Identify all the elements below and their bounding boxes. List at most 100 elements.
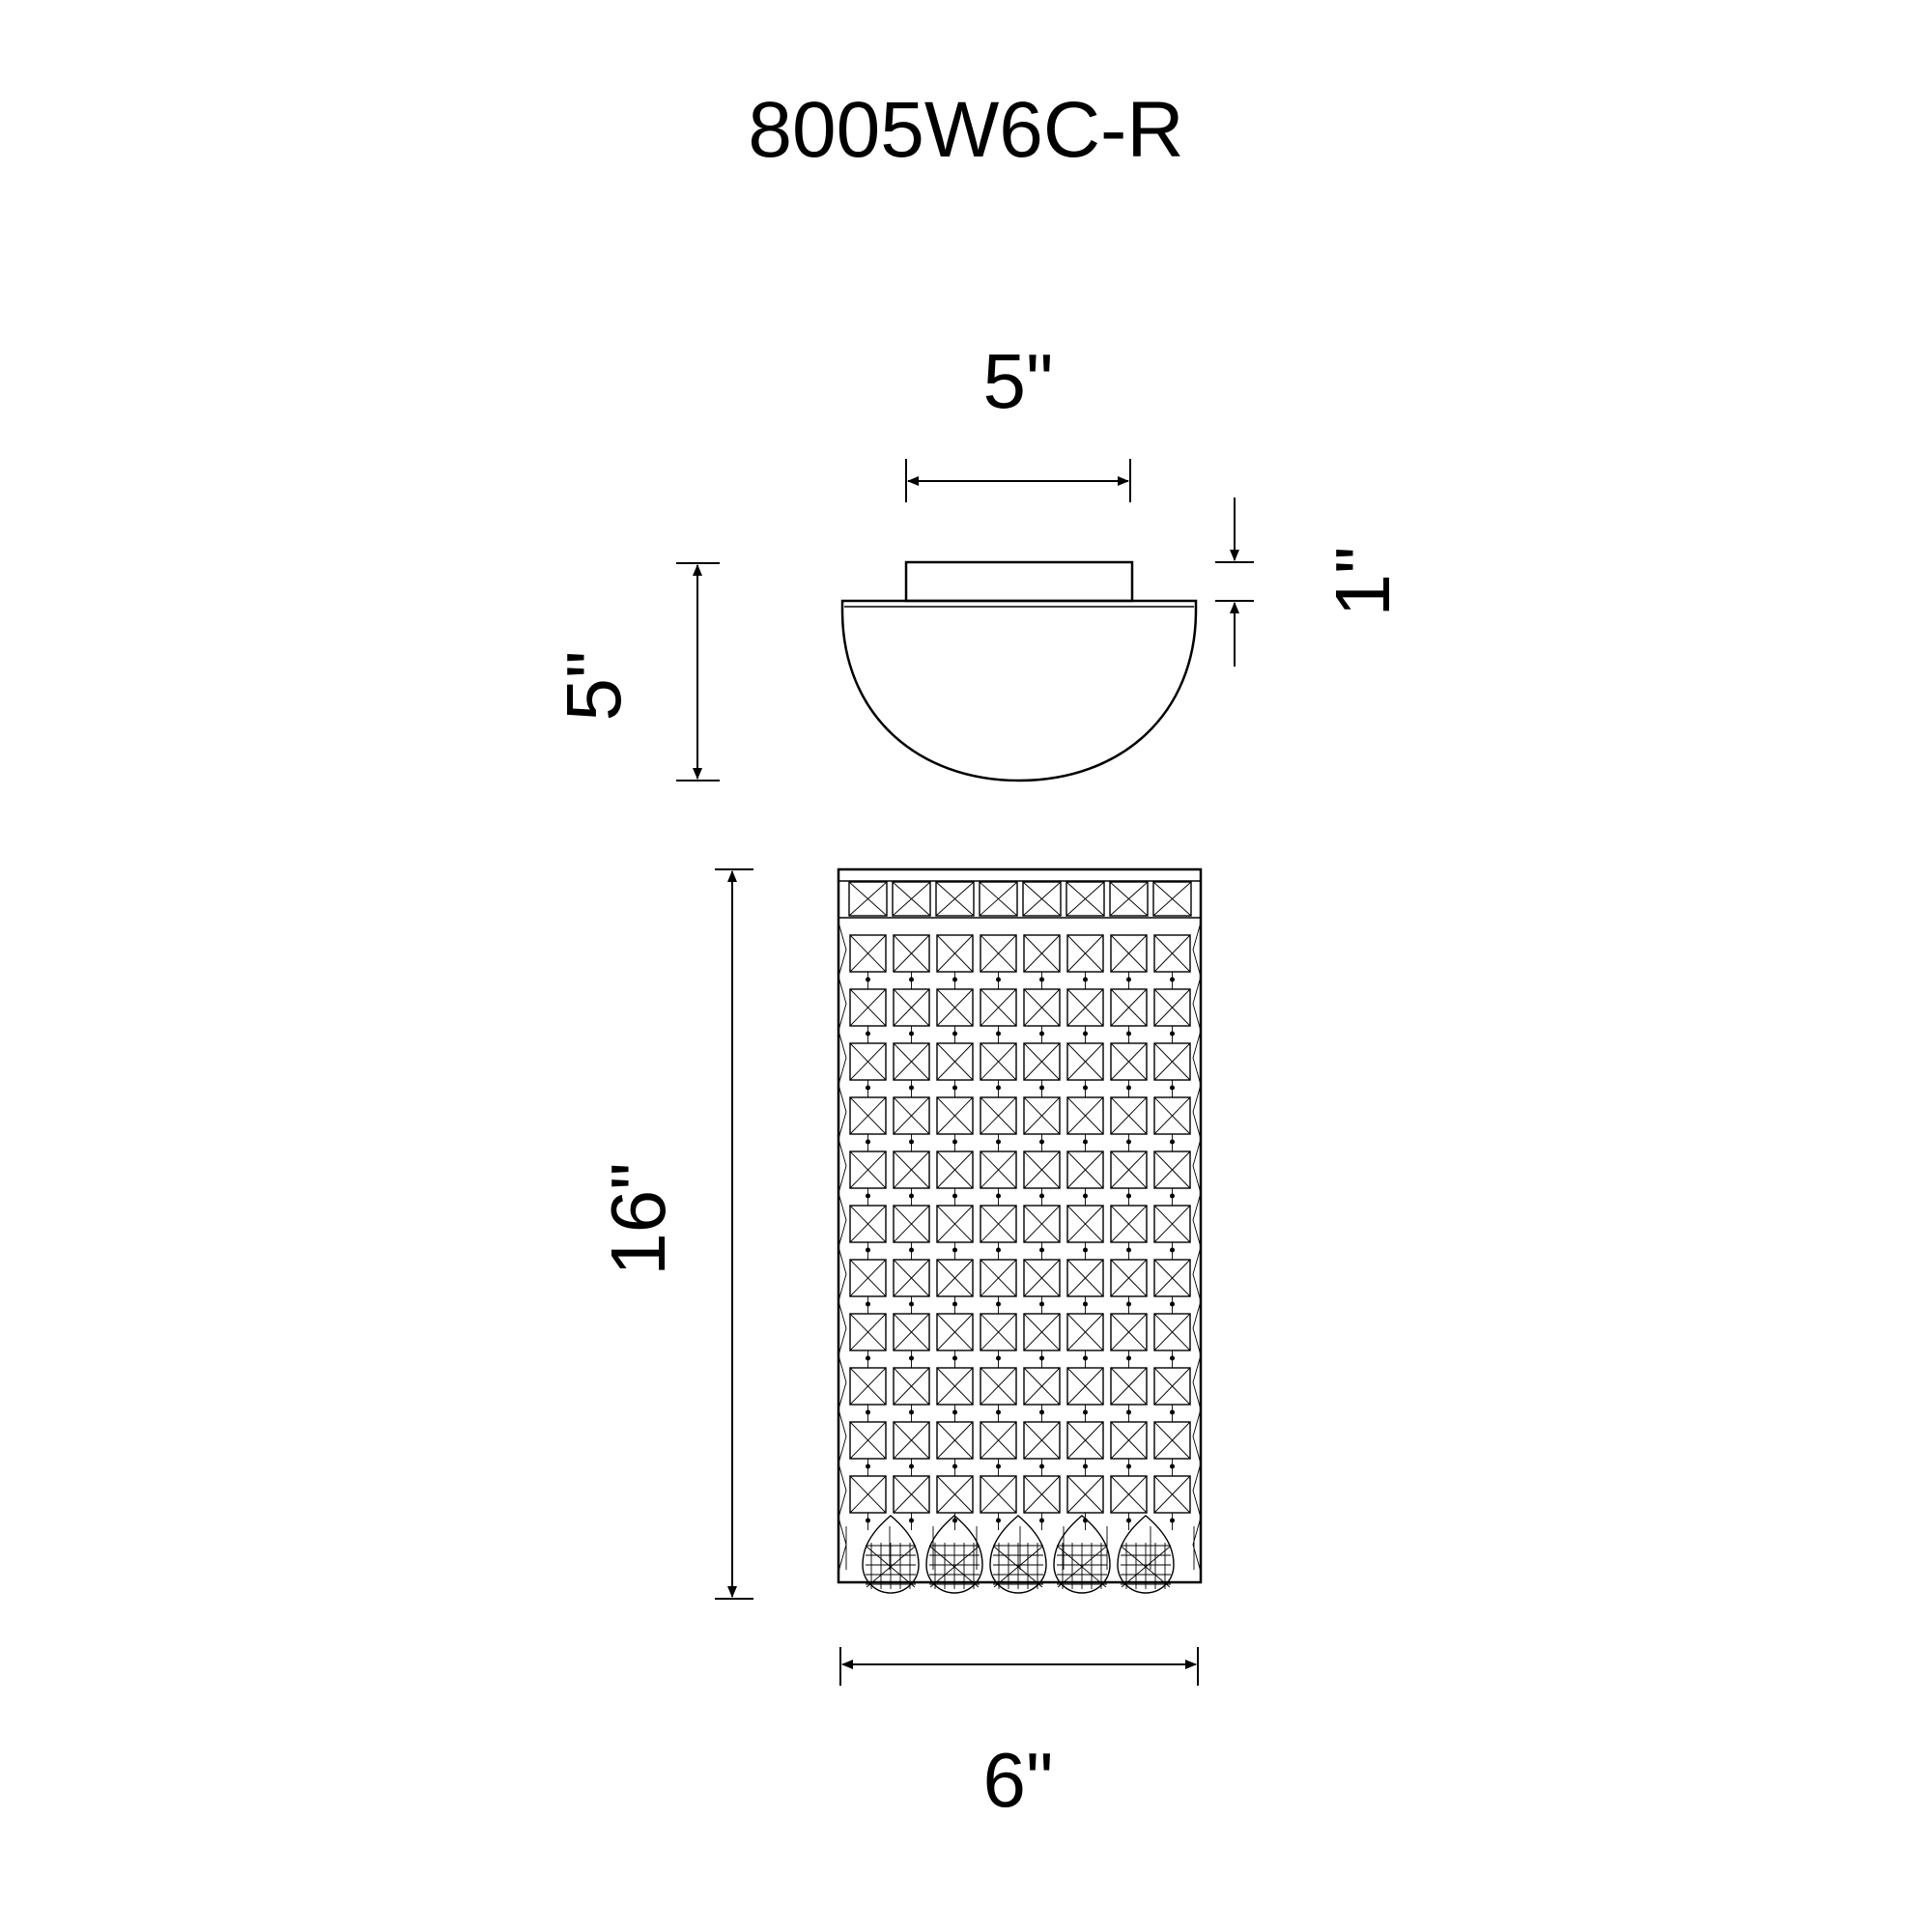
crystal-square (980, 1313, 1017, 1368)
crystal-square (936, 1205, 974, 1260)
crystal-square (849, 934, 887, 989)
crystal-square (893, 1313, 930, 1368)
band-crystal (1022, 881, 1062, 917)
crystal-square (849, 1205, 887, 1260)
crystal-square (893, 934, 930, 989)
crystal-square (893, 1151, 930, 1206)
crystal-square (980, 1096, 1017, 1151)
crystal-square (936, 934, 974, 989)
top-height-label: 5" (551, 651, 637, 722)
crystal-square (893, 1096, 930, 1151)
crystal-square (1023, 1259, 1061, 1314)
crystal-drop (862, 1515, 920, 1594)
crystal-square (1066, 1042, 1104, 1097)
crystal-square (893, 1475, 930, 1530)
crystal-square (849, 1096, 887, 1151)
crystal-square (1023, 1313, 1061, 1368)
crystal-square (980, 1367, 1017, 1422)
crystal-drop (1117, 1515, 1175, 1594)
crystal-drop (989, 1515, 1047, 1594)
pendant-drops (862, 1515, 1175, 1594)
crystal-square (893, 988, 930, 1043)
crystal-square (893, 1421, 930, 1476)
crystal-square (849, 1367, 887, 1422)
crystal-square (849, 1313, 887, 1368)
body-height-label: 16" (595, 1162, 681, 1275)
band-crystal (1109, 881, 1149, 917)
crystal-square (1153, 1042, 1191, 1097)
crystal-square (936, 1259, 974, 1314)
crystal-square (1153, 988, 1191, 1043)
body-width-dimension: 6" (839, 1647, 1199, 1823)
body-height-dimension: 16" (595, 868, 753, 1600)
crystal-square (1066, 1367, 1104, 1422)
half-bowl-shade (840, 599, 1198, 782)
crystal-square (1110, 1205, 1148, 1260)
crystal-square (980, 1421, 1017, 1476)
crystal-square (980, 1475, 1017, 1530)
top-view (840, 560, 1198, 782)
crystal-square (849, 1151, 887, 1206)
crystal-square (849, 1421, 887, 1476)
crystal-square (936, 1151, 974, 1206)
crystal-square (1153, 1205, 1191, 1260)
crystal-square (893, 1259, 930, 1314)
crystal-grid (838, 881, 1202, 1573)
crystal-square (1110, 1042, 1148, 1097)
crystal-square (936, 1096, 974, 1151)
crystal-square (1153, 1096, 1191, 1151)
crystal-square (980, 934, 1017, 989)
crystal-square (1023, 1151, 1061, 1206)
crystal-square (1023, 1205, 1061, 1260)
crystal-square (1153, 1421, 1191, 1476)
crystal-square (1153, 1475, 1191, 1530)
crystal-square (1023, 1475, 1061, 1530)
top-width-label: 5" (983, 338, 1054, 424)
crystal-square (1023, 1096, 1061, 1151)
crystal-square (1066, 1475, 1104, 1530)
crystal-square (1110, 934, 1148, 989)
crystal-square (849, 1042, 887, 1097)
crystal-square (1110, 988, 1148, 1043)
crystal-square (936, 1313, 974, 1368)
crystal-square (849, 1259, 887, 1314)
body-width-label: 6" (983, 1737, 1054, 1823)
backplate-depth-dimension: 1" (1215, 497, 1406, 667)
crystal-square (980, 1259, 1017, 1314)
body-outline (837, 867, 1203, 1584)
band-crystal (935, 881, 975, 917)
crystal-square (1110, 1096, 1148, 1151)
crystal-square (1066, 1096, 1104, 1151)
top-height-dimension: 5" (551, 562, 720, 781)
crystal-square (1153, 1259, 1191, 1314)
crystal-square (936, 1042, 974, 1097)
crystal-square (1110, 1313, 1148, 1368)
crystal-square (849, 1475, 887, 1530)
crystal-square (1110, 1421, 1148, 1476)
crystal-drop (925, 1515, 983, 1594)
crystal-square (1023, 934, 1061, 989)
crystal-square (936, 1475, 974, 1530)
backplate (904, 560, 1134, 603)
band-crystal (1152, 881, 1192, 917)
crystal-square (1110, 1475, 1148, 1530)
crystal-square (980, 988, 1017, 1043)
crystal-drop (1053, 1515, 1111, 1594)
band-crystal (1065, 881, 1105, 917)
crystal-square (936, 1421, 974, 1476)
crystal-square (1110, 1259, 1148, 1314)
crystal-square (1023, 1421, 1061, 1476)
crystal-square (1066, 1313, 1104, 1368)
crystal-square (980, 1042, 1017, 1097)
crystal-square (980, 1151, 1017, 1206)
crystal-square (936, 1367, 974, 1422)
crystal-square (980, 1205, 1017, 1260)
crystal-square (1153, 1151, 1191, 1206)
crystal-square (1110, 1367, 1148, 1422)
crystal-square (1153, 934, 1191, 989)
crystal-square (893, 1205, 930, 1260)
front-view (837, 867, 1203, 1594)
crystal-square (893, 1367, 930, 1422)
crystal-square (849, 988, 887, 1043)
